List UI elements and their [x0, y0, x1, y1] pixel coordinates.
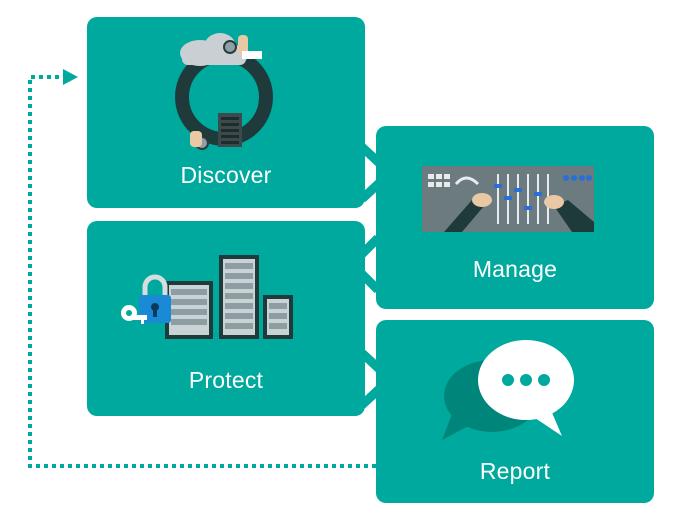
speech-bubbles-icon — [442, 340, 574, 440]
step-card-protect: Protect — [87, 221, 365, 416]
loop-arrowhead — [63, 69, 78, 85]
cloud-server-discovery-icon — [175, 33, 273, 150]
control-panel-sliders-icon — [422, 166, 594, 232]
chevron-right-icon-protect-report — [358, 349, 397, 409]
lock-key-servers-icon — [121, 255, 293, 339]
step-card-discover: Discover — [87, 17, 365, 208]
step-label-discover: Discover — [180, 162, 272, 188]
chevron-right-icon-discover-manage — [358, 143, 397, 203]
step-label-protect: Protect — [188, 367, 264, 393]
step-label-report: Report — [479, 458, 551, 484]
step-card-report: Report — [376, 320, 654, 503]
step-label-manage: Manage — [472, 256, 558, 282]
chevron-left-icon-manage-protect — [345, 234, 382, 294]
step-card-manage: Manage — [376, 126, 654, 309]
